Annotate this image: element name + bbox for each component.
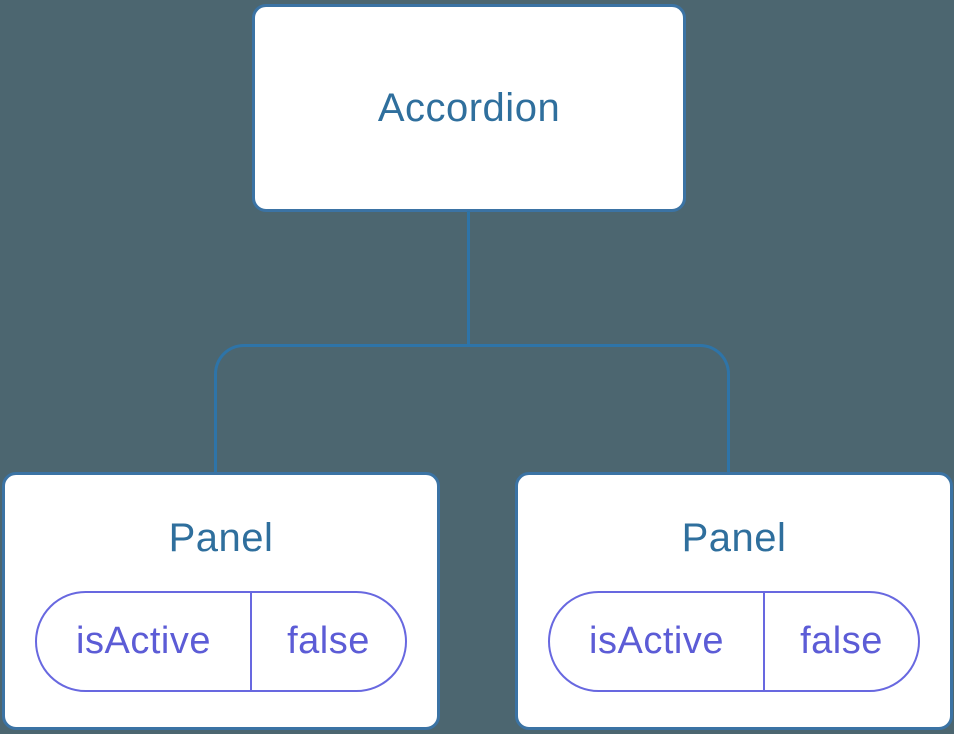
tree-node-accordion: Accordion (252, 4, 686, 212)
tree-node-panel-right: Panel isActive false (515, 472, 953, 730)
accordion-node-label: Accordion (377, 86, 561, 130)
panel-left-state-pill: isActive false (35, 591, 407, 692)
state-key: isActive (37, 593, 252, 690)
state-key: isActive (550, 593, 765, 690)
tree-node-panel-left: Panel isActive false (2, 472, 440, 730)
connector-trunk-line (467, 211, 470, 345)
state-value: false (287, 620, 370, 662)
state-value: false (800, 620, 883, 662)
panel-right-state-pill: isActive false (548, 591, 920, 692)
panel-right-label: Panel (681, 516, 787, 560)
connector-branch-bracket (214, 344, 730, 472)
panel-left-label: Panel (168, 516, 274, 560)
